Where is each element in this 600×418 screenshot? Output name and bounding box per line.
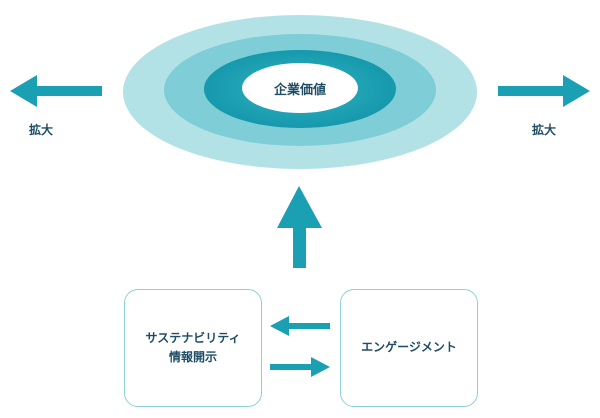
disclosure-label: 情報開示 [168,350,217,364]
expand-right-arrow [498,75,590,107]
expand-right-label: 拡大 [531,123,556,137]
core-ellipse [242,63,358,113]
up-arrow [277,186,322,268]
corporate-value-label: 企業価値 [273,82,326,98]
sustainability-disclosure-box: サステナビリティ 情報開示 [124,289,262,407]
engagement-box: エンゲージメント [340,289,478,407]
expand-left-label: 拡大 [28,123,53,137]
sustainability-label: サステナビリティ [145,330,241,345]
expand-left-arrow [10,75,102,107]
engagement-label: エンゲージメント [361,340,457,355]
arrow-to-right-box [270,357,330,377]
arrow-to-left-box [270,316,330,336]
